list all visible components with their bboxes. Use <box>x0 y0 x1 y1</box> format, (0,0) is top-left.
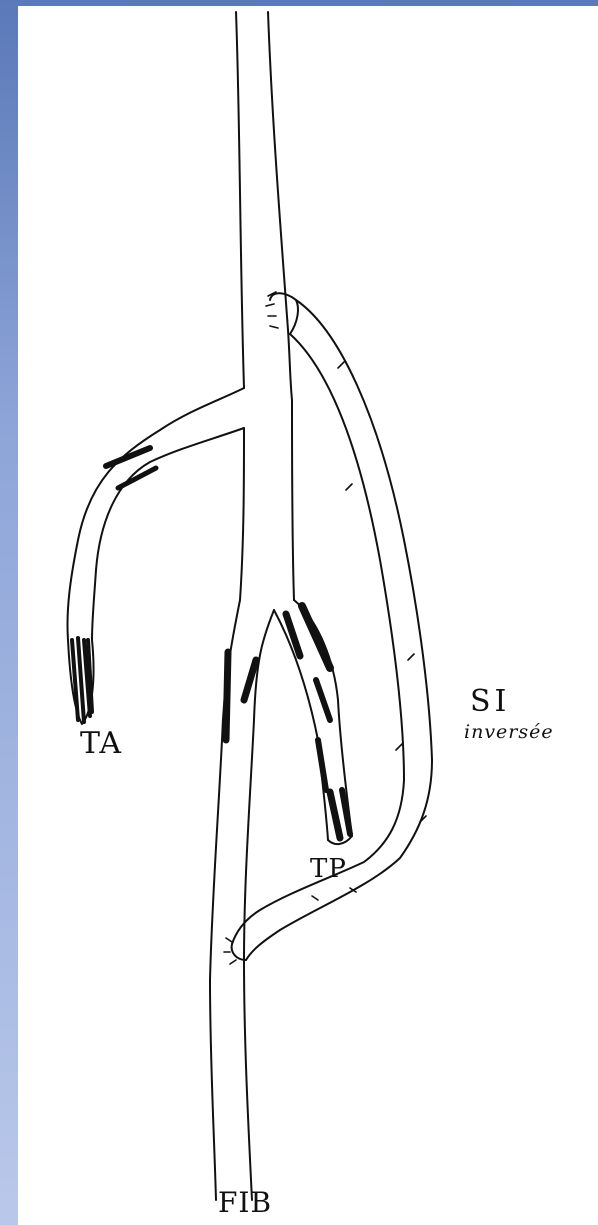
tibioperoneal-left-wall <box>240 428 244 600</box>
tibioperoneal-right-wall <box>292 400 294 600</box>
label-ta: TA <box>80 726 122 761</box>
label-si: SI <box>470 684 510 719</box>
graft-proximal-anastomosis <box>270 293 298 334</box>
label-si-note: inversée <box>464 721 554 743</box>
main-trunk-right-wall <box>268 12 292 400</box>
drawing-sheet: TA TP SI inversée FIB <box>18 6 598 1225</box>
ta-stenosis-marks <box>72 448 156 722</box>
label-tp: TP <box>310 854 347 884</box>
vascular-sketch <box>18 6 598 1225</box>
label-fib: FIB <box>218 1186 272 1219</box>
main-trunk-left-wall <box>236 12 244 388</box>
fib-stenosis-marks <box>226 652 256 740</box>
